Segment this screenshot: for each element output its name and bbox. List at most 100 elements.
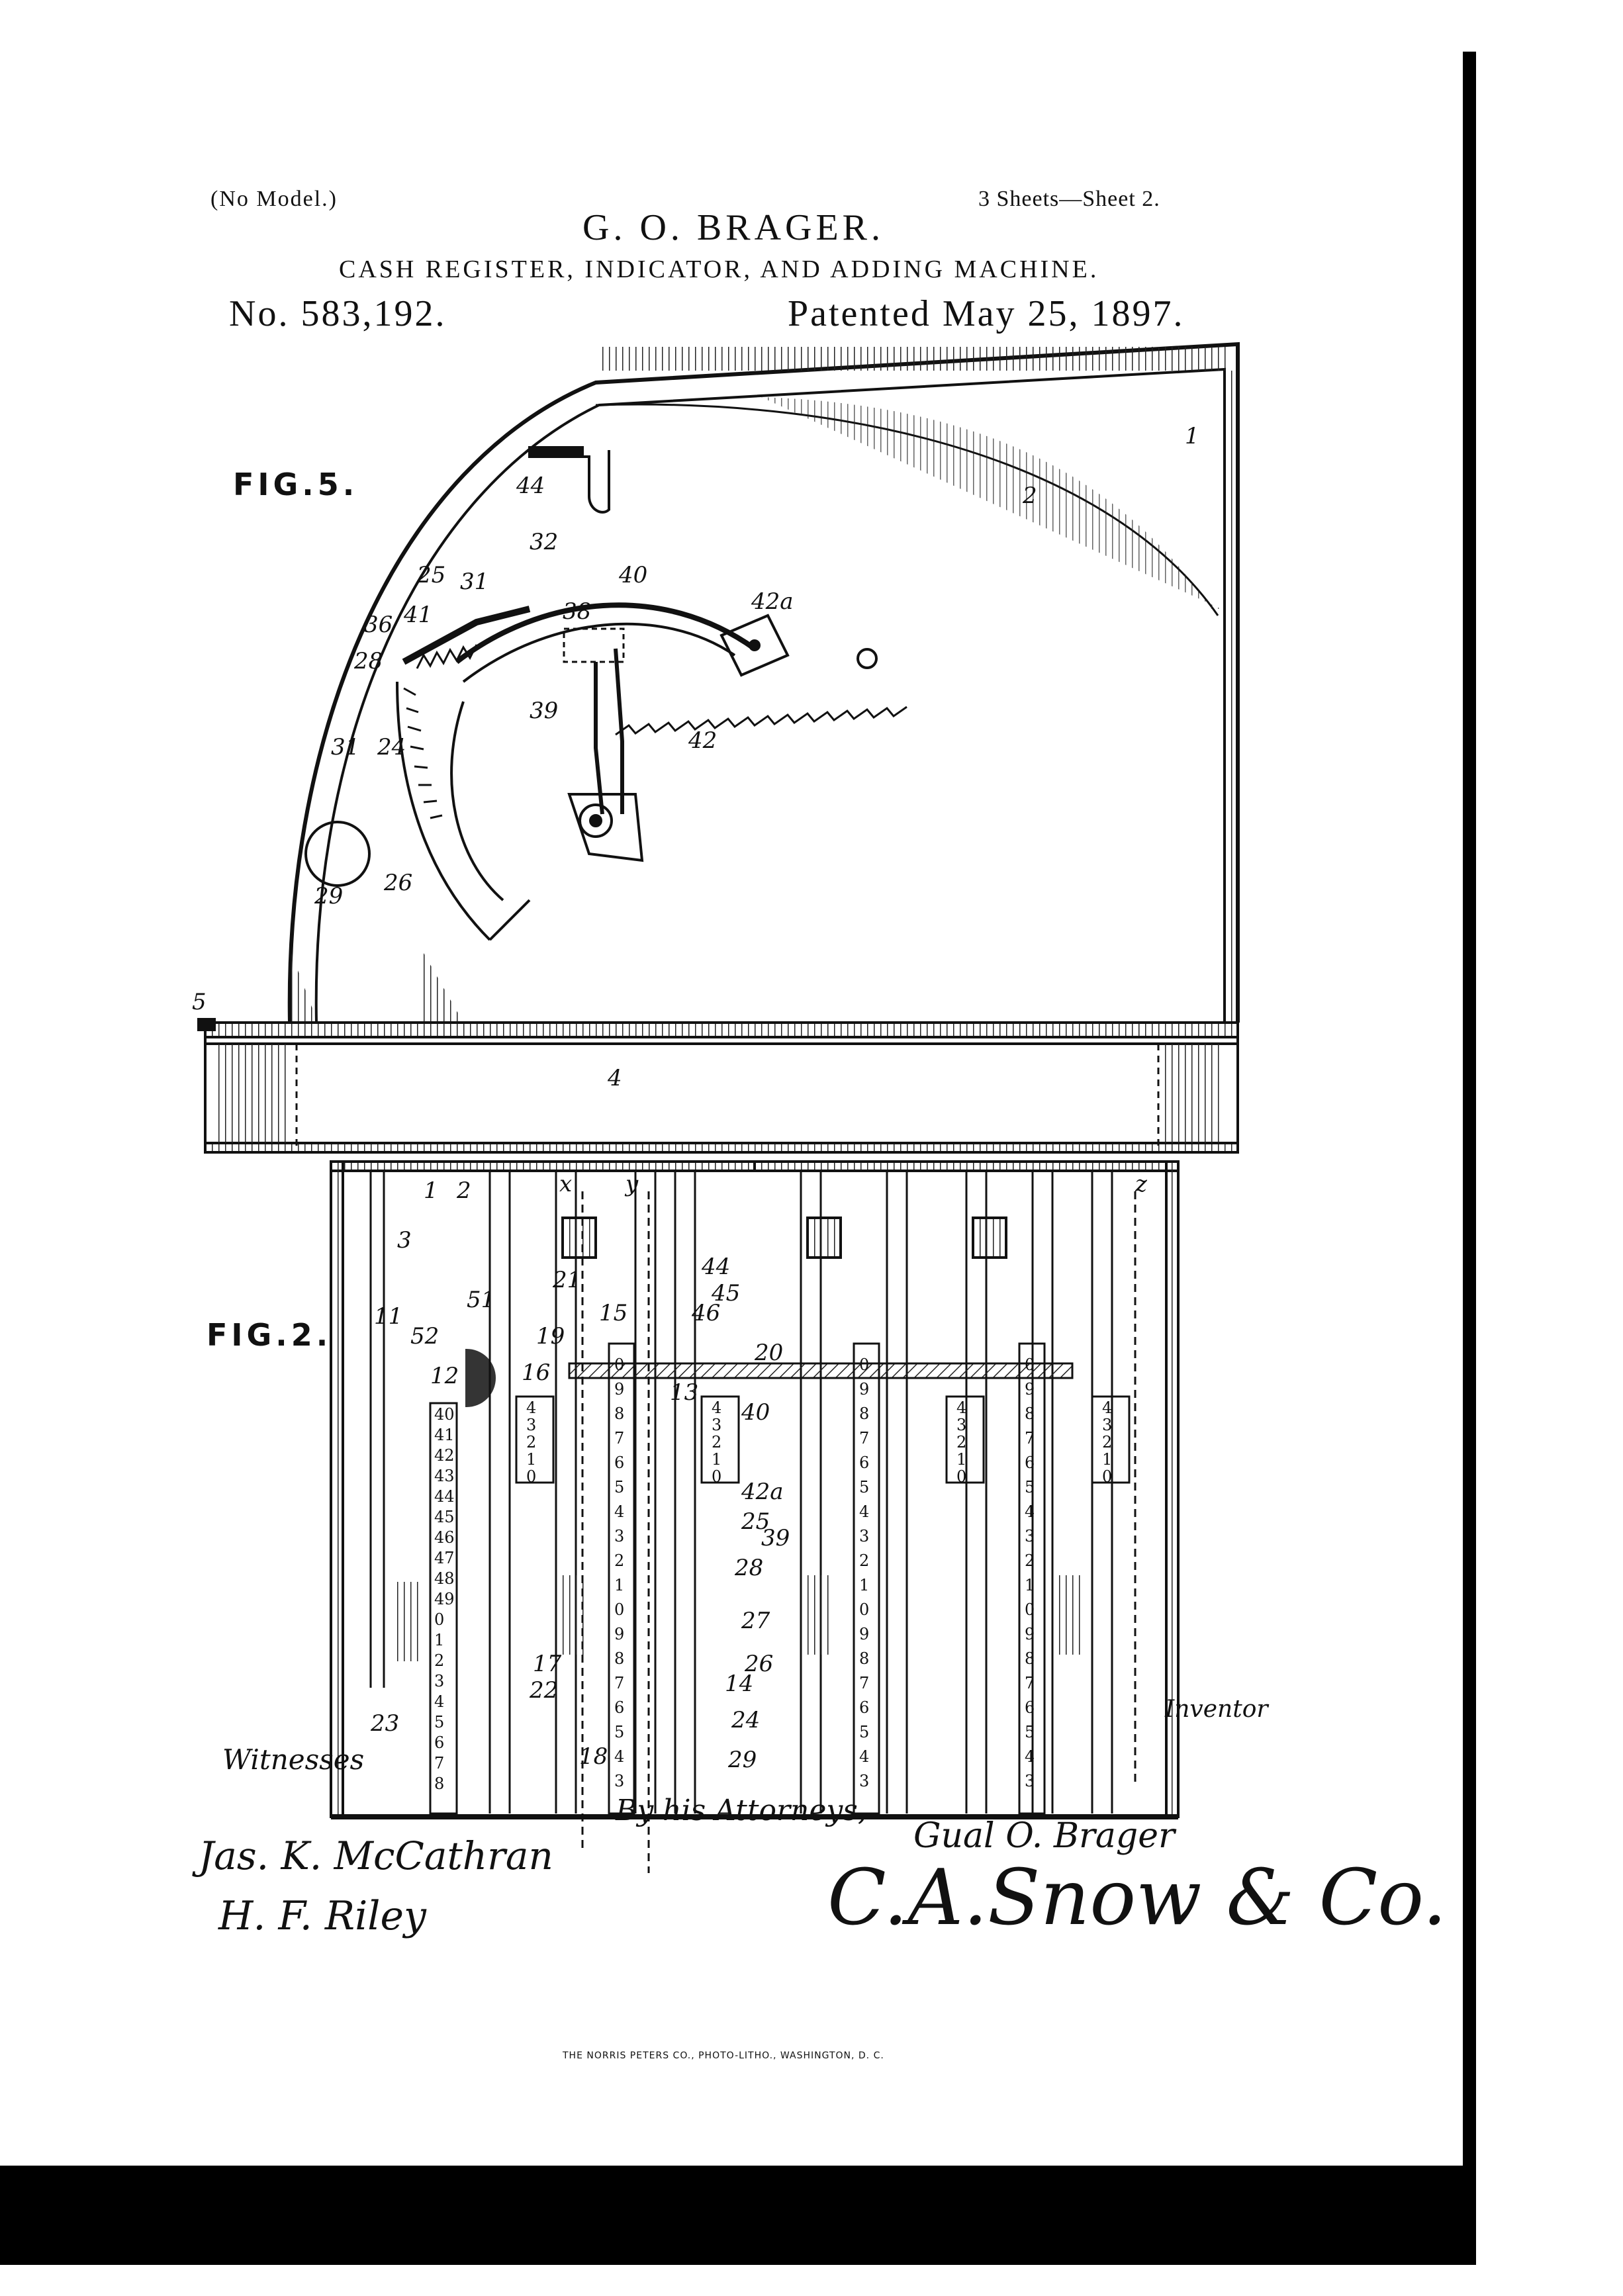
fig5-ref-numeral: 41 [403,602,432,628]
scale-b-digit: 3 [956,1416,966,1434]
scale-a-digit: 48 [434,1569,455,1588]
scale-c-digit: 7 [859,1674,869,1692]
scale-c-digit: 2 [859,1551,869,1570]
invention-title: CASH REGISTER, INDICATOR, AND ADDING MAC… [339,255,1099,283]
scale-b-digit: 3 [526,1416,536,1434]
scale-c-digit: 9 [1025,1625,1035,1643]
scale-a-digit: 43 [434,1467,455,1485]
scale-c-digit: 4 [859,1747,869,1766]
scale-c-digit: 7 [1025,1429,1035,1447]
fig2-ref-numeral: 1 [424,1177,438,1204]
attorney-signature: C.A.Snow & Co. [827,1853,1447,1943]
fig2-ref-numeral: 52 [410,1323,439,1350]
fig2-ref-numeral: 25 [741,1508,770,1535]
witnesses-label: Witnesses [222,1743,365,1776]
fig2-ref-numeral: 14 [725,1671,753,1697]
scale-c-digit: 7 [1025,1674,1035,1692]
scale-a-digit: 42 [434,1446,455,1465]
scale-c-digit: 3 [614,1772,624,1790]
scale-c-digit: 7 [614,1674,624,1692]
scale-a-digit: 6 [434,1733,444,1752]
fig5-ref-numeral: 1 [1185,423,1199,449]
scale-b-digit: 4 [526,1399,536,1417]
scale-c-digit: 4 [1025,1747,1035,1766]
scale-c-digit: 5 [859,1723,869,1741]
scale-c-digit: 9 [614,1625,624,1643]
scale-c-digit: 8 [1025,1649,1035,1668]
fig5-label: FIG.5. [233,467,359,502]
scale-a-digit: 5 [434,1713,444,1731]
fig5-ref-numeral: 24 [377,734,406,760]
fig2-ref-numeral: 2 [456,1177,471,1204]
inventor-label: Inventor [1165,1696,1268,1723]
fig5-ref-numeral: 4 [607,1065,622,1091]
fig2-ref-numeral: 16 [522,1359,550,1386]
scale-c-digit: 0 [614,1355,624,1374]
scale-b-digit: 1 [526,1450,536,1469]
sheet-count: 3 Sheets—Sheet 2. [978,187,1160,211]
scale-a-digit: 1 [434,1631,444,1649]
scale-a-digit: 8 [434,1774,444,1793]
by-attorneys-label: By his Attorneys, [616,1794,867,1827]
fig5-ref-numeral: 26 [383,870,412,896]
scale-c-digit: 6 [859,1698,869,1717]
fig2-ref-numeral: 40 [741,1399,770,1426]
scale-c-digit: 3 [859,1772,869,1790]
fig5-ref-numeral: 36 [364,612,393,638]
scale-c-digit: 0 [859,1600,869,1619]
scale-b-digit: 4 [712,1399,721,1417]
fig2-ref-numeral: z [1135,1171,1148,1197]
scale-c-digit: 0 [1025,1600,1035,1619]
scale-b-digit: 3 [1102,1416,1112,1434]
scale-c-digit: 7 [614,1429,624,1447]
fig2-ref-numeral: 15 [599,1300,627,1326]
scale-b-digit: 0 [526,1467,536,1486]
fig2-ref-numeral: 21 [552,1267,581,1293]
fig2-ref-numeral: 18 [579,1743,608,1770]
scale-c-digit: 8 [1025,1404,1035,1423]
fig2-ref-numeral: 28 [734,1555,763,1581]
fig5-ref-numeral: 5 [192,989,207,1015]
scale-a-digit: 4 [434,1692,444,1711]
scale-c-digit: 9 [859,1625,869,1643]
scale-c-digit: 8 [614,1649,624,1668]
scale-b-digit: 4 [1102,1399,1112,1417]
scale-c-digit: 1 [614,1576,624,1594]
fig2-ref-numeral: 13 [670,1379,698,1406]
scale-c-digit: 4 [1025,1502,1035,1521]
scale-c-digit: 6 [859,1453,869,1472]
fig2-ref-numeral: 46 [691,1300,720,1326]
fig2-ref-numeral: 17 [533,1651,562,1677]
scale-c-digit: 8 [859,1649,869,1668]
fig2-ref-numeral: 45 [711,1280,740,1307]
fig5-ref-numeral: 31 [460,569,488,595]
scale-b-digit: 0 [712,1467,721,1486]
scale-c-digit: 4 [859,1502,869,1521]
scale-a-digit: 40 [434,1405,455,1424]
fig5-ref-numeral: 28 [353,648,383,674]
fig2-ref-numeral: 22 [529,1677,558,1704]
scale-c-digit: 4 [614,1747,624,1766]
fig2-ref-numeral: 51 [467,1287,495,1313]
scale-b-digit: 1 [956,1450,966,1469]
fig2-ref-numeral: 27 [741,1608,770,1634]
fig5-ref-numeral: 42a [751,588,794,615]
scale-b-digit: 2 [1102,1433,1112,1451]
scale-c-digit: 3 [859,1527,869,1545]
fig5-ref-numeral: 38 [563,598,591,625]
scale-c-digit: 5 [1025,1478,1035,1496]
scale-a-digit: 7 [434,1754,444,1772]
fig5-ref-numeral: 31 [331,734,359,760]
fig5-ref-numeral: 42 [688,727,717,754]
scale-c-digit: 0 [1025,1355,1035,1374]
scale-a-digit: 45 [434,1508,455,1526]
fig2-drawing [330,1160,1180,1873]
scale-c-digit: 7 [859,1429,869,1447]
fig5-ref-numeral: 32 [530,529,558,555]
witness-signature-2: H. F. Riley [218,1893,426,1939]
fig5-ref-numeral: 25 [416,562,445,588]
scale-a-digit: 49 [434,1590,455,1608]
fig5-drawing [197,342,1240,1154]
fig2-ref-numeral: 23 [370,1710,399,1737]
scale-b-digit: 3 [712,1416,721,1434]
